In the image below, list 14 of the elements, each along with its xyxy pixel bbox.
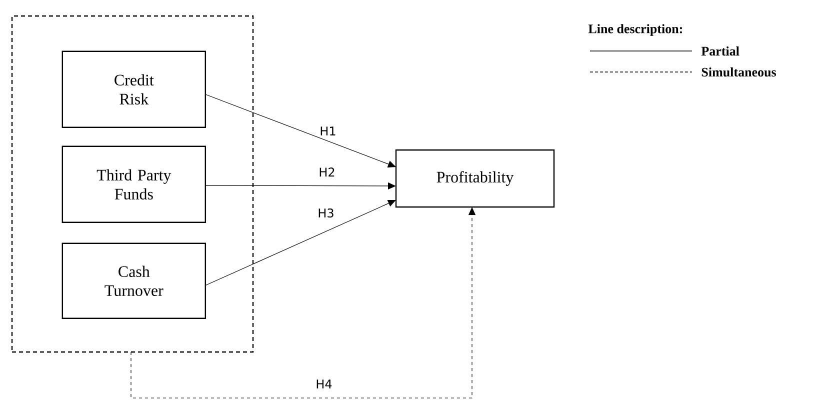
variable-box: Third Party Funds (62, 146, 206, 223)
legend-text: Partial (701, 46, 740, 56)
variable-box: Credit Risk (62, 50, 206, 128)
edge-label: H4 (316, 380, 332, 388)
legend-text: Simultaneous (702, 67, 776, 77)
legend-title: Line description: (588, 24, 682, 36)
edge-label: H2 (320, 168, 334, 176)
edge-label: H3 (318, 208, 334, 218)
arrow (205, 200, 396, 286)
group-box (11, 15, 254, 353)
arrow (205, 94, 396, 168)
edge-label: H1 (320, 126, 336, 136)
variable-box: Cash Turnover (62, 242, 206, 319)
outcome-box: Profitability (395, 149, 555, 208)
